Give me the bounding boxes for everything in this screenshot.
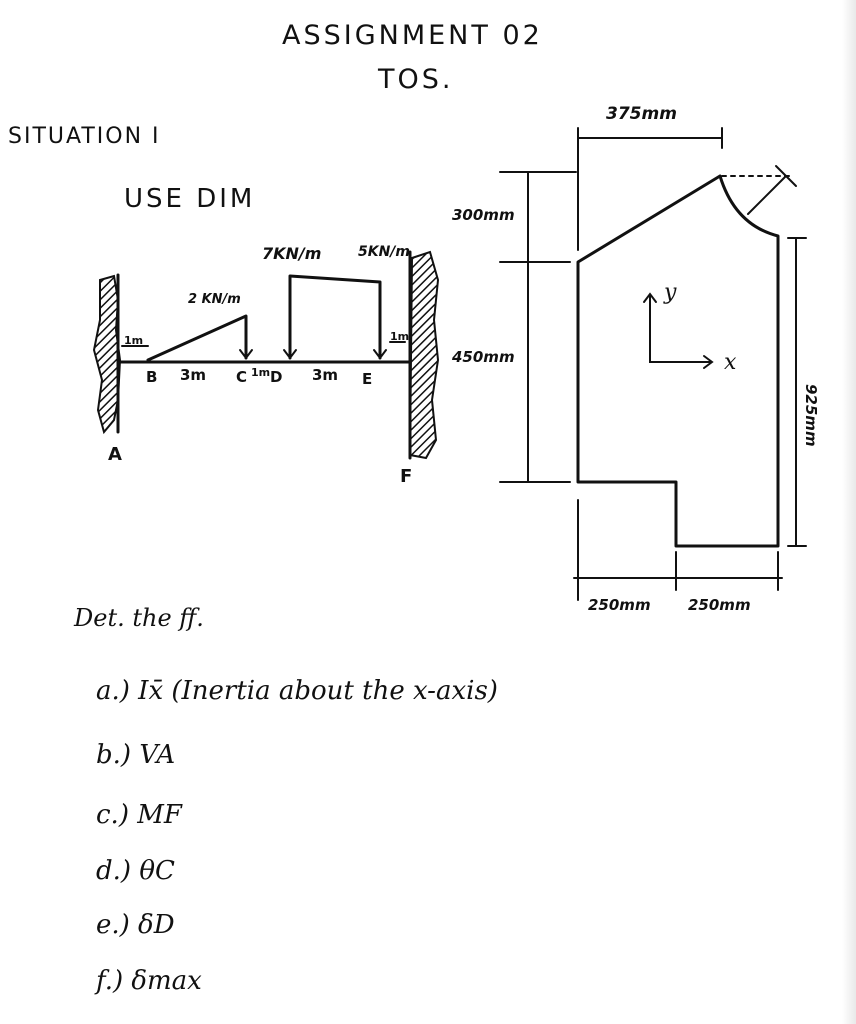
point-label-b: B (146, 368, 158, 386)
assignment-title: ASSIGNMENT 02 (282, 20, 543, 51)
assignment-subtitle: TOS. (378, 64, 454, 95)
point-label-d: D (270, 368, 283, 386)
dim-a-b: 1m (124, 334, 144, 347)
load-uniform-label: 7KN/m (262, 244, 322, 263)
dim-450: 450mm (452, 348, 515, 366)
dim-375: 375mm (606, 104, 677, 124)
triangular-load (146, 314, 248, 362)
support-label-a: A (108, 444, 122, 465)
right-fixed-support (408, 250, 440, 460)
question-f: f.) δmax (96, 966, 202, 996)
situation-label: SITUATION I (8, 124, 161, 149)
question-b: b.) VA (96, 740, 176, 770)
question-a: a.) Ix̄ (Inertia about the x-axis) (96, 676, 498, 706)
question-c: c.) MF (96, 800, 182, 830)
point-label-c: C (236, 368, 248, 386)
cross-section-outline (576, 174, 780, 548)
dim-d-e: 3m (312, 366, 339, 384)
dim-b-c: 3m (180, 366, 207, 384)
question-e: e.) δD (96, 910, 175, 940)
load-triangular-label: 2 KN/m (188, 292, 241, 307)
dim-bottom-left: 250mm (588, 596, 651, 614)
question-d: d.) θC (96, 856, 175, 886)
point-label-e: E (362, 370, 373, 388)
dim-925: 925mm (802, 384, 820, 447)
axis-y-label: y (664, 280, 677, 305)
support-label-f: F (400, 466, 413, 487)
distributed-load-block (288, 274, 382, 360)
dim-300: 300mm (452, 206, 515, 224)
page-edge-shadow (842, 0, 856, 1024)
load-varying-label: 5KN/m (358, 244, 411, 260)
left-fixed-support (92, 274, 122, 435)
axes-icon (649, 295, 711, 363)
dim-c-d: 1m (251, 366, 271, 379)
dim-e-f: 1m (390, 330, 410, 343)
axis-x-label: x (724, 350, 737, 375)
method-label: USE DIM (124, 184, 256, 214)
dim-bottom-right: 250mm (688, 596, 751, 614)
questions-intro: Det. the ff. (74, 604, 204, 632)
